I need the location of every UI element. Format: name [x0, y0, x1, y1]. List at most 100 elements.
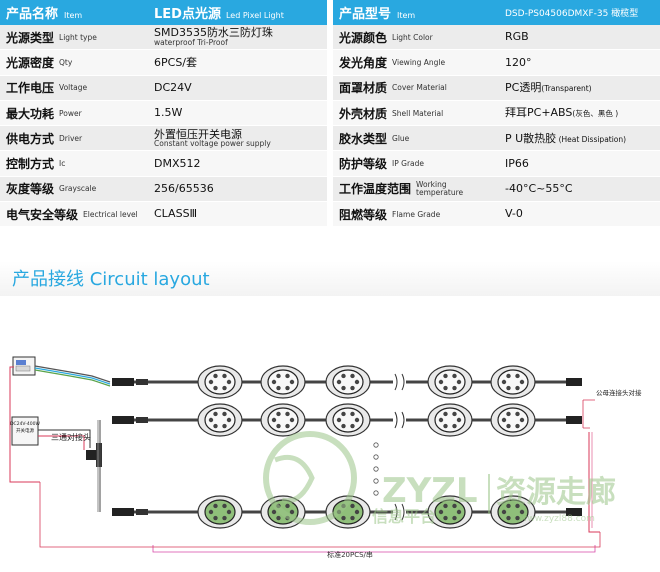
led-pixel-node	[197, 495, 243, 529]
spec-label-en: Shell Material	[392, 108, 444, 118]
spec-label-en: IP Grade	[392, 159, 425, 169]
spec-row: 最大功耗 Power 1.5W	[0, 100, 327, 127]
spec-value: DMX512	[154, 156, 201, 170]
cable-connector	[112, 378, 134, 386]
spec-row: 光源颜色 Light Color RGB	[333, 25, 660, 51]
led-pixel-node	[197, 365, 243, 399]
spec-value: CLASSⅢ	[154, 207, 198, 221]
svg-text:开关电源: 开关电源	[16, 427, 34, 434]
header-model-en: Item	[397, 11, 416, 20]
cable-connector	[112, 508, 134, 516]
spec-label-cn: 胶水类型	[339, 131, 388, 146]
spec-label-cn: 最大功耗	[6, 106, 55, 121]
svg-text:DC24V-400W: DC24V-400W	[10, 421, 40, 427]
spec-value: 256/65536	[154, 182, 214, 196]
spec-label-en: Voltage	[59, 83, 88, 93]
spec-label-en: Glue	[392, 133, 410, 143]
continuation-dot	[373, 466, 379, 472]
spec-row: 光源密度 Qty 6PCS/套	[0, 50, 327, 76]
header-value-en: Led Pixel Light	[225, 11, 284, 20]
spec-value: P U散热胶 (Heat Dissipation)	[505, 131, 627, 145]
spec-label-en: Power	[59, 108, 82, 118]
continuation-dot	[373, 490, 379, 496]
continuation-dot	[373, 442, 379, 448]
tee-connector	[86, 443, 102, 467]
spec-value: 120°	[505, 55, 532, 69]
spec-label-en: Cover Material	[392, 83, 447, 93]
spec-value: 拜耳PC+ABS(灰色、黑色 )	[505, 106, 619, 120]
male-female-connector-label: 公母连接头对接	[596, 388, 642, 397]
power-supply-icon: DC24V-400W 开关电源	[10, 416, 40, 446]
spec-label-cn: 光源密度	[6, 55, 55, 70]
spec-label-en: Grayscale	[59, 184, 97, 194]
spec-label-en: Light Color	[392, 32, 433, 42]
spec-label-cn: 供电方式	[6, 131, 55, 146]
spec-label-cn: 面罩材质	[339, 81, 388, 96]
spec-row: 发光角度 Viewing Angle 120°	[333, 50, 660, 76]
cable-connector	[566, 416, 582, 424]
led-pixel-node	[197, 403, 243, 437]
led-pixel-node	[490, 403, 536, 437]
spec-value: -40°C~55°C	[505, 182, 573, 196]
spec-label-en: Electrical level	[83, 209, 138, 219]
spec-row: 控制方式 Ic DMX512	[0, 151, 327, 177]
spec-row: 阻燃等级 Flame Grade V-0	[333, 202, 660, 228]
spec-value: PC透明(Transparent)	[505, 80, 592, 94]
spec-label-cn: 阻燃等级	[339, 207, 388, 222]
spec-label-cn: 灰度等级	[6, 182, 55, 197]
spec-row: 防护等级 IP Grade IP66	[333, 151, 660, 177]
led-strings	[112, 365, 582, 529]
spec-label-cn: 光源颜色	[339, 30, 388, 45]
spec-label-en: Viewing Angle	[392, 57, 446, 67]
spec-label-en: Ic	[59, 159, 66, 169]
spec-value: SMD3535防水三防灯珠	[154, 26, 273, 40]
spec-label-en: Flame Grade	[392, 209, 441, 219]
cable-connector	[112, 416, 134, 424]
spec-value: IP66	[505, 156, 529, 170]
spec-value: 1.5W	[154, 106, 183, 120]
spec-value-sub: Constant voltage power supply	[154, 139, 271, 149]
cable-connector	[136, 509, 148, 515]
spec-row: 灰度等级 Grayscale 256/65536	[0, 176, 327, 203]
header-model-cn: 产品型号	[339, 7, 392, 22]
spec-label-cn: 工作电压	[6, 81, 55, 96]
spec-row: 工作电压 Voltage DC24V	[0, 75, 327, 101]
header-name-en: Item	[64, 11, 83, 20]
spec-label-cn: 控制方式	[6, 157, 55, 172]
led-pixel-node	[260, 403, 306, 437]
watermark-logo-icon	[263, 431, 357, 525]
cable-connector	[566, 378, 582, 386]
spec-value: 6PCS/套	[154, 55, 198, 69]
led-pixel-node	[490, 365, 536, 399]
spec-table-right: 产品型号 Item DSD-PS04506DMXF-35 橄榄型 光源颜色 Ligh…	[333, 0, 660, 228]
spec-label-cn: 电气安全等级	[6, 207, 79, 222]
spec-label-en: Qty	[59, 57, 73, 67]
header-value-cn: LED点光源	[154, 7, 221, 22]
header-name-cn: 产品名称	[6, 7, 59, 22]
led-pixel-node	[490, 495, 536, 529]
section-band	[0, 261, 660, 296]
spec-value: V-0	[505, 207, 523, 221]
spec-label-en: Working temperature	[416, 179, 464, 197]
spec-table-right-header: 产品型号 Item DSD-PS04506DMXF-35 橄榄型	[333, 0, 660, 25]
spec-label-cn: 光源类型	[6, 30, 55, 45]
spec-value: RGB	[505, 30, 529, 44]
header-model-value: DSD-PS04506DMXF-35 橄榄型	[505, 9, 639, 19]
spec-label-en: Driver	[59, 133, 83, 143]
spec-value: DC24V	[154, 80, 192, 94]
spec-row: 胶水类型 Glue P U散热胶 (Heat Dissipation)	[333, 126, 660, 152]
section-title: 产品接线 Circuit layout	[12, 269, 210, 290]
watermark-brand: ZYZL	[382, 471, 478, 511]
spec-label-cn: 防护等级	[339, 157, 388, 172]
spec-table-left-header: 产品名称 Item LED点光源 Led Pixel Light	[0, 0, 327, 25]
watermark: ZYZL 资源走廊 信息平台 www.zyzl88.com	[263, 431, 616, 526]
circuit-diagram: DC24V-400W 开关电源 三通对接头 公母连接头对接 标准20PCS/串 …	[9, 356, 642, 559]
standard-length-label: 标准20PCS/串	[327, 550, 373, 559]
continuation-dot	[373, 478, 379, 484]
spec-label-cn: 发光角度	[339, 55, 388, 70]
